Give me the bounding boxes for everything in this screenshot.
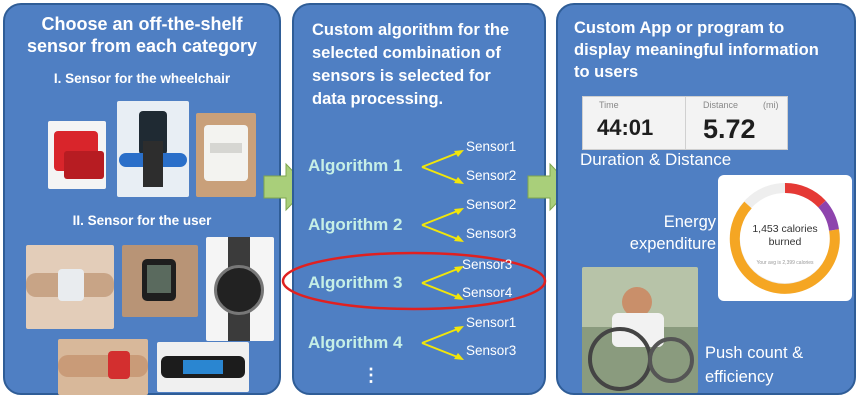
algorithm-2-sensor-a: Sensor2 xyxy=(466,197,517,212)
panel1-title-line1: Choose an off-the-shelf xyxy=(41,14,243,34)
fitness-band-image xyxy=(157,342,249,392)
panel2-title: Custom algorithm for the selected combin… xyxy=(312,19,509,111)
wrist-watch-sensor-image xyxy=(122,245,198,317)
algorithm-3-highlight-ellipse xyxy=(281,251,547,311)
distance-value: 5.72 xyxy=(703,114,756,144)
distance-unit: (mi) xyxy=(763,100,779,110)
energy-caption-line1: Energy xyxy=(663,213,716,231)
algorithm-3-connector xyxy=(421,266,464,300)
duration-distance-caption: Duration & Distance xyxy=(580,150,732,169)
panel1-title-line2: sensor from each category xyxy=(26,36,258,56)
smartwatch-image xyxy=(206,237,274,341)
time-value: 44:01 xyxy=(597,115,654,140)
panel2-title-line3: sensors is selected for xyxy=(312,67,491,85)
more-algorithms-ellipsis: ⋮ xyxy=(362,365,380,385)
user-sensor-heading: II. Sensor for the user xyxy=(72,213,212,228)
algorithm-panel: Custom algorithm for the selected combin… xyxy=(281,3,547,395)
algorithm-1-label: Algorithm 1 xyxy=(308,156,403,175)
energy-caption-line2: expenditure xyxy=(629,235,716,253)
sensor-selection-panel: Choose an off-the-shelf sensor from each… xyxy=(3,3,281,395)
algorithm-3-label: Algorithm 3 xyxy=(308,273,403,292)
push-count-caption: Push count & efficiency xyxy=(705,341,803,389)
time-label: Time xyxy=(599,100,619,110)
algorithm-3-sensor-b: Sensor4 xyxy=(462,285,513,300)
panel1-title: Choose an off-the-shelf sensor from each… xyxy=(5,13,279,57)
distance-label: Distance xyxy=(703,100,739,110)
white-clip-sensor-image xyxy=(196,113,256,197)
algorithm-4-connector xyxy=(421,326,464,360)
panel3-title: Custom App or program to display meaning… xyxy=(574,17,819,83)
calories-text: 1,453 calories burned xyxy=(718,223,852,249)
push-caption-line1: Push count & xyxy=(705,344,804,362)
wrist-heart-rate-sensor-image xyxy=(58,339,148,395)
arm-band-sensor-image xyxy=(26,245,114,329)
algorithm-4-label: Algorithm 4 xyxy=(308,333,403,352)
panel3-title-line3: to users xyxy=(574,63,639,81)
algorithm-1-sensor-a: Sensor1 xyxy=(466,139,517,154)
algorithm-2-label: Algorithm 2 xyxy=(308,215,403,234)
calories-average: Your avg is 2,399 calories xyxy=(756,260,814,266)
panel3-title-line2: display meaningful information xyxy=(574,41,819,59)
calories-burned-label: burned xyxy=(768,236,802,248)
push-caption-line2: efficiency xyxy=(705,368,774,386)
algorithm-2-connector xyxy=(421,208,464,242)
panel2-title-line2: selected combination of xyxy=(312,44,501,62)
red-sensor-image xyxy=(48,121,106,189)
panel2-title-line1: Custom algorithm for the xyxy=(312,21,510,39)
calorie-widget: 1,453 calories burned Your avg is 2,399 … xyxy=(718,175,852,301)
wheelchair-user-photo xyxy=(582,267,698,393)
algorithm-1-connector xyxy=(421,150,464,184)
card-divider xyxy=(685,97,686,149)
wheelchair-sensor-heading: I. Sensor for the wheelchair xyxy=(53,71,231,86)
algorithm-3-sensor-a: Sensor3 xyxy=(462,257,513,272)
algorithm-2-sensor-b: Sensor3 xyxy=(466,226,517,241)
calorie-ring xyxy=(729,182,840,294)
algorithm-1-sensor-b: Sensor2 xyxy=(466,168,517,183)
time-distance-card: Time 44:01 Distance (mi) 5.72 xyxy=(582,96,788,150)
wheel-mounted-sensor-image xyxy=(117,101,189,197)
algorithm-4-sensor-a: Sensor1 xyxy=(466,315,517,330)
calories-value: 1,453 calories xyxy=(752,223,818,235)
energy-caption: Energy expenditure xyxy=(613,211,716,255)
algorithm-4-sensor-b: Sensor3 xyxy=(466,343,517,358)
panel2-title-line4: data processing. xyxy=(312,90,444,108)
panel3-title-line1: Custom App or program to xyxy=(574,19,785,37)
app-display-panel: Custom App or program to display meaning… xyxy=(556,3,856,395)
